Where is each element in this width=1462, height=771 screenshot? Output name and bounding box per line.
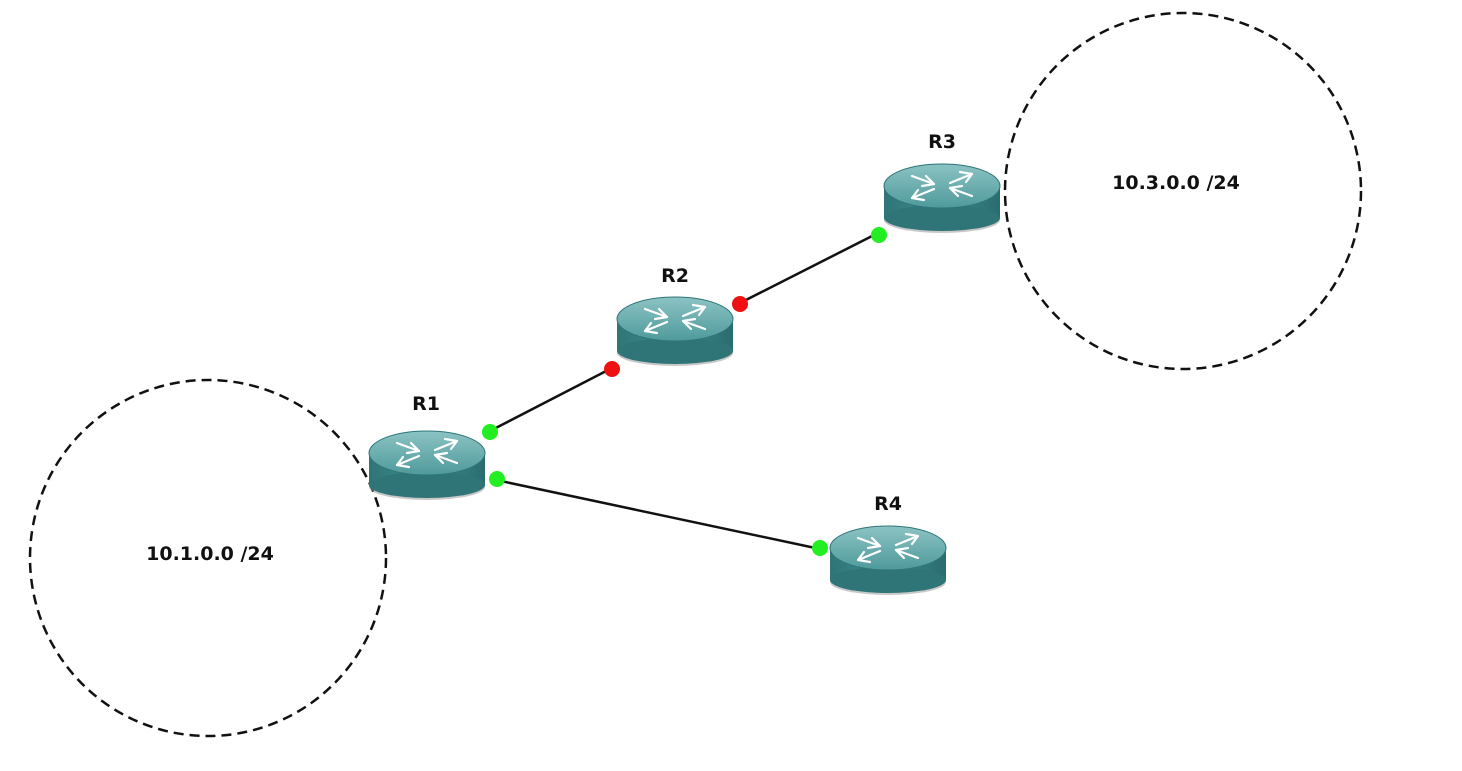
port-status-r2-r3 (732, 296, 748, 312)
router-icon (828, 524, 948, 597)
router-label: R4 (874, 493, 902, 515)
network-10-3[interactable]: 10.3.0.0 /24 (1003, 11, 1363, 371)
router-r1[interactable]: R1 (367, 393, 487, 502)
router-icon (882, 162, 1002, 235)
link-r1-r4[interactable] (495, 478, 821, 551)
port-status-r2-r1 (604, 361, 620, 377)
link-r1-r2[interactable] (487, 366, 613, 434)
link-line (487, 366, 613, 434)
router-label: R1 (412, 393, 440, 415)
network-label: 10.1.0.0 /24 (146, 543, 274, 565)
router-icon (367, 429, 487, 502)
router-label: R2 (661, 265, 689, 287)
port-status-r1-r4 (489, 471, 505, 487)
router-r3[interactable]: R3 (882, 131, 1002, 235)
router-label: R3 (928, 131, 956, 153)
port-status-r3-r2 (871, 227, 887, 243)
link-line (739, 230, 881, 305)
link-r2-r3[interactable] (739, 230, 881, 305)
router-r2[interactable]: R2 (615, 265, 735, 368)
port-status-r4-r1 (812, 540, 828, 556)
link-line (495, 478, 821, 551)
network-outline (1003, 11, 1363, 371)
network-outline (28, 378, 388, 738)
network-10-1[interactable]: 10.1.0.0 /24 (28, 378, 388, 738)
router-icon (615, 295, 735, 368)
router-r4[interactable]: R4 (828, 493, 948, 597)
network-label: 10.3.0.0 /24 (1112, 172, 1240, 194)
port-status-r1-r2 (482, 424, 498, 440)
